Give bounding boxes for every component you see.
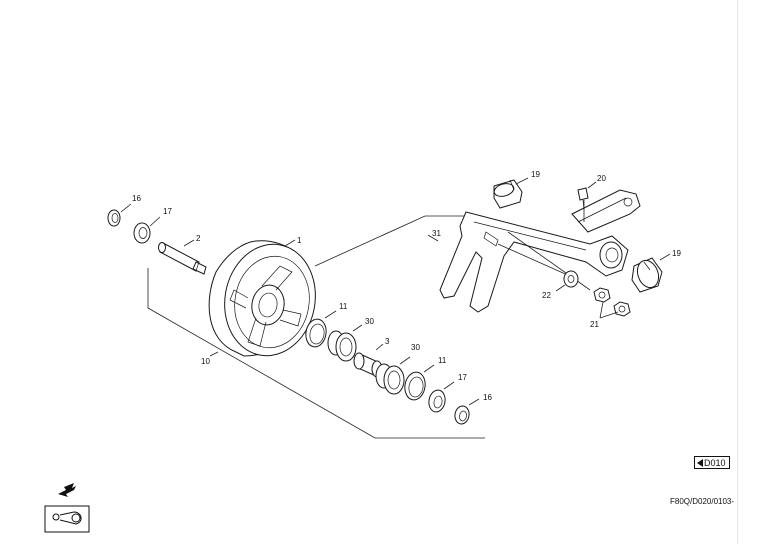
back-navigation-icon[interactable]	[44, 483, 90, 533]
assembly-bracket-lines	[147, 215, 485, 439]
part-30-lower-bearing	[375, 356, 411, 395]
callout-22: 22	[542, 291, 551, 300]
callout-labels: 16 17 2 1 10 11 30 3 30 11 17 16 19 20 3…	[132, 170, 681, 402]
reference-link-button[interactable]: D010	[694, 456, 730, 469]
part-22-washer	[555, 270, 579, 292]
part-11-lower-ring	[404, 364, 435, 401]
callout-30-lower: 30	[411, 343, 420, 352]
callout-19-upper: 19	[531, 170, 540, 179]
reference-link-label: D010	[704, 458, 726, 468]
callout-11-upper: 11	[339, 302, 348, 311]
callout-2: 2	[196, 234, 201, 243]
part-16-left-ring	[107, 203, 132, 227]
page-edge-rule	[737, 0, 738, 544]
callout-3: 3	[385, 337, 390, 346]
part-17-right-washer	[428, 381, 455, 413]
part-19-lower-bushing	[631, 253, 671, 293]
callout-21: 21	[590, 320, 599, 329]
callout-11-lower: 11	[438, 356, 447, 365]
part-20-grease-nipple	[577, 181, 597, 211]
callout-17-left: 17	[163, 207, 172, 216]
callout-10: 10	[201, 357, 210, 366]
callout-16-left: 16	[132, 194, 141, 203]
callout-19-lower: 19	[672, 249, 681, 258]
part-30-upper-bearing	[327, 324, 363, 362]
callout-20: 20	[597, 174, 606, 183]
callout-17-right: 17	[458, 373, 467, 382]
part-16-right-ring	[454, 398, 480, 425]
part-31-swing-arm	[427, 189, 641, 313]
callout-31: 31	[432, 229, 441, 238]
drawing-code: F80Q/D020/0103-	[670, 497, 735, 506]
part-1-wheel	[208, 239, 316, 357]
part-2-axle	[158, 239, 207, 275]
part-19-upper-bushing	[493, 177, 529, 209]
part-11-upper-ring	[305, 310, 337, 348]
part-17-left-washer	[133, 216, 161, 244]
part-21-nuts	[593, 287, 631, 319]
callout-16-right: 16	[483, 393, 492, 402]
callout-30-upper: 30	[365, 317, 374, 326]
callout-1: 1	[297, 236, 302, 245]
arrow-left-icon	[697, 459, 703, 467]
